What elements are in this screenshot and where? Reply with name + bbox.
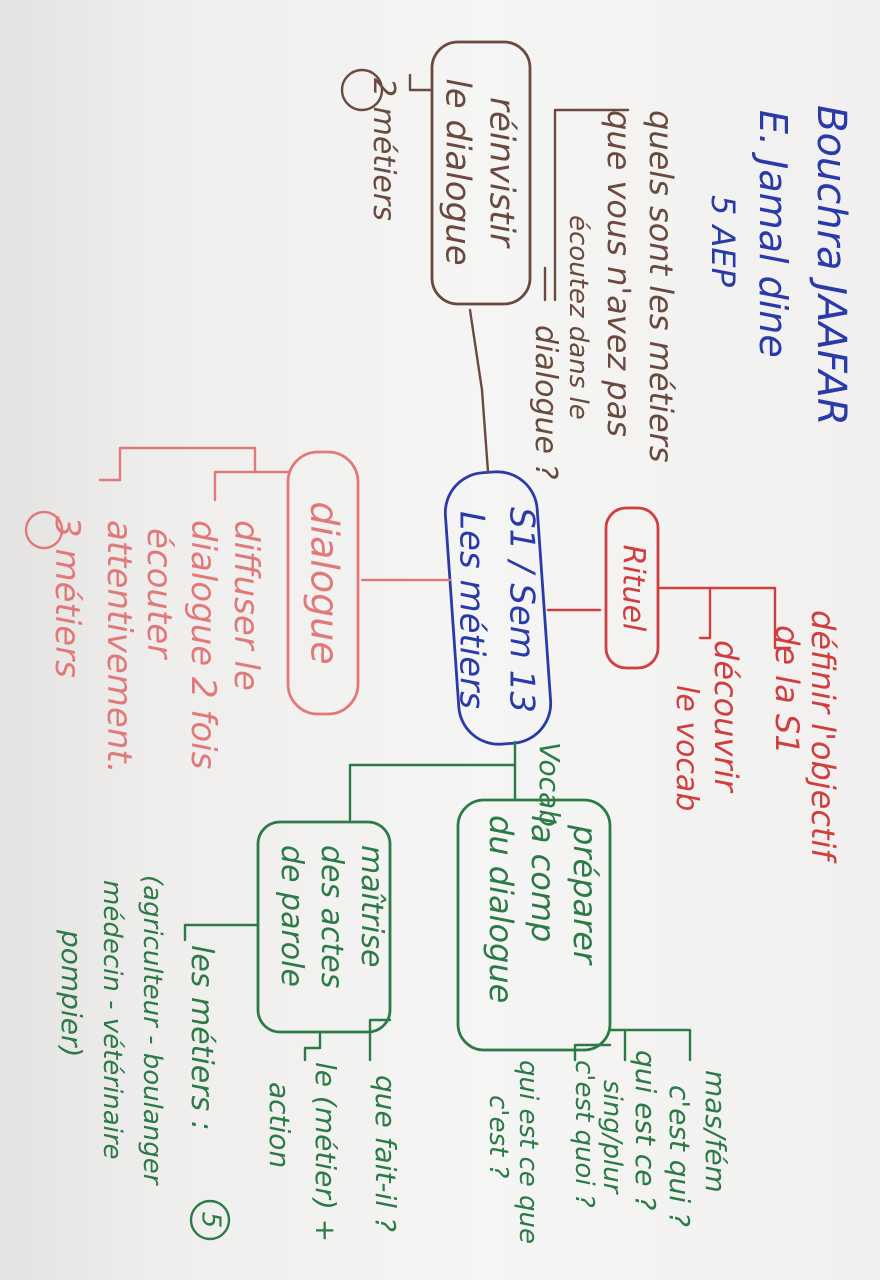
author-name: Bouchra JAAFAR bbox=[808, 105, 854, 426]
reinvestir-question-3: écoutez dans le bbox=[563, 215, 593, 420]
preparer-item-cest-qui: c'est qui ? bbox=[663, 1085, 696, 1227]
dialogue-item-twice: dialogue 2 fois bbox=[183, 520, 223, 769]
maitrise-line-2: des actes bbox=[314, 845, 349, 988]
dialogue-label: dialogue bbox=[303, 501, 347, 664]
preparer-item-qui-est-ce: qui est ce ? bbox=[629, 1050, 662, 1210]
preparer-item-cest-quoi: c'est quoi ? bbox=[569, 1060, 599, 1208]
vocab-label: Vocab bbox=[533, 742, 566, 827]
reinvestir-count-circle bbox=[340, 68, 384, 112]
metiers-count: 5 bbox=[196, 1212, 226, 1229]
preparer-item-qui-est-ce-que: qui est ce que bbox=[513, 1060, 543, 1244]
school-name: E. Jamal dine bbox=[751, 110, 795, 358]
metiers-list-3: pompier) bbox=[55, 929, 88, 1057]
reinvestir-label-line2: le dialogue bbox=[438, 78, 478, 265]
metiers-title: les métiers : bbox=[184, 945, 219, 1131]
reinvestir-branch: réinvistir le dialogue quels sont les mé… bbox=[340, 40, 680, 480]
rituel-item-s1: de la S1 bbox=[768, 625, 806, 755]
vocab-maitrise-node: maîtrise des actes de parole bbox=[256, 820, 392, 1034]
class-grade: 5 AEP bbox=[704, 195, 742, 288]
metiers-count-circle bbox=[189, 1199, 231, 1241]
maitrise-item-job-action: le (métier) + bbox=[309, 1062, 342, 1242]
preparer-line-3: du dialogue bbox=[482, 815, 520, 1003]
reinvestir-label-line1: réinvistir bbox=[482, 97, 522, 249]
preparer-line-2: la comp bbox=[524, 815, 562, 942]
reinvestir-question-4: dialogue ? bbox=[528, 325, 563, 480]
dialogue-item-attentively: attentivement. bbox=[99, 520, 139, 774]
central-topic-node: S1 / Sem 13 Les métiers bbox=[443, 470, 553, 746]
reinvestir-count-label: 2 métiers bbox=[366, 78, 401, 221]
maitrise-line-1: maîtrise bbox=[354, 845, 389, 967]
metiers-list-2: médecin - vétérinaire bbox=[97, 880, 127, 1160]
rituel-item-objective: définir l'objectif bbox=[804, 610, 842, 864]
reinvestir-question-2: que vous n'avez pas bbox=[600, 110, 638, 437]
preparer-line-1: préparer bbox=[566, 824, 604, 966]
rituel-branch: Rituel définir l'objectif de la S1 décou… bbox=[546, 506, 842, 864]
rituel-item-vocab: le vocab bbox=[669, 685, 704, 811]
maitrise-item-question: que fait-il ? bbox=[369, 1075, 402, 1232]
rituel-label: Rituel bbox=[616, 545, 651, 632]
dialogue-item-diffuser: diffuser le bbox=[226, 520, 266, 691]
vocab-branch: Vocab préparer la comp du dialogue mas/f… bbox=[55, 740, 732, 1244]
dialogue-count-circle bbox=[24, 510, 64, 550]
vocab-preparer-node: préparer la comp du dialogue bbox=[456, 798, 612, 1052]
dialogue-branch: dialogue diffuser le dialogue 2 fois éco… bbox=[24, 446, 452, 774]
preparer-item-gender: mas/fém bbox=[699, 1070, 732, 1193]
maitrise-item-action: action bbox=[263, 1082, 296, 1168]
reinvestir-question-1: quels sont les métiers bbox=[642, 110, 680, 463]
preparer-item-number: sing/plur bbox=[597, 1080, 627, 1196]
central-topic-week: S1 / Sem 13 bbox=[502, 507, 542, 713]
rituel-item-discover: découvrir bbox=[707, 640, 745, 793]
maitrise-line-3: de parole bbox=[274, 845, 309, 987]
dialogue-item-listen: écouter bbox=[139, 528, 179, 660]
dialogue-item-3-metiers: 3 métiers bbox=[47, 516, 87, 678]
metiers-list-1: (agriculteur - boulanger bbox=[137, 875, 167, 1187]
central-topic-title: Les métiers bbox=[452, 511, 492, 709]
preparer-item-cest: c'est ? bbox=[483, 1095, 513, 1178]
